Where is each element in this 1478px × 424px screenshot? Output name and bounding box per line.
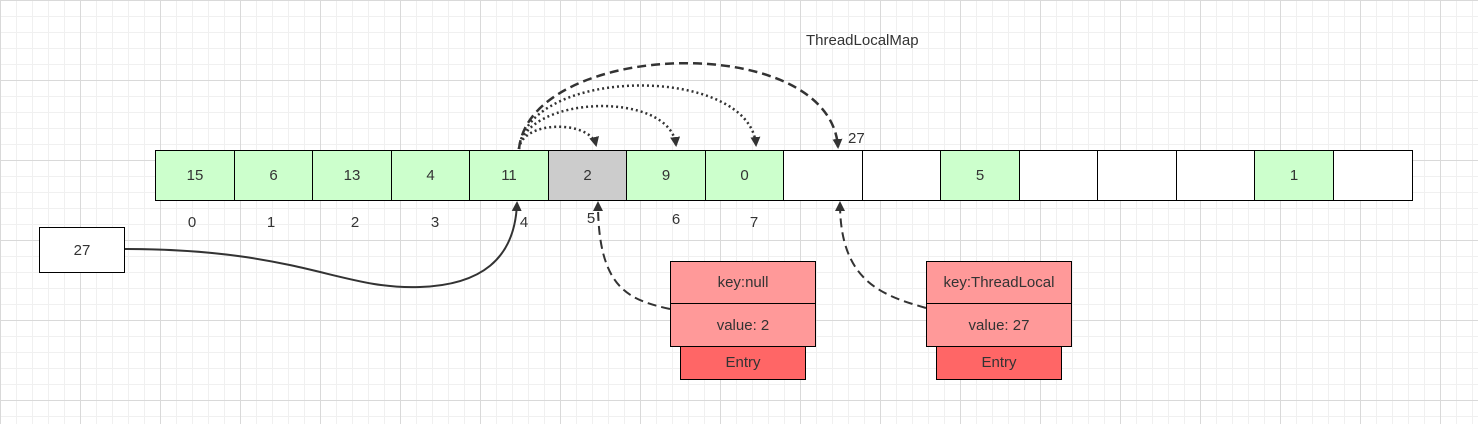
index-label: 1 <box>266 214 276 231</box>
index-label: 6 <box>671 211 681 228</box>
index-label: 0 <box>187 214 197 231</box>
slot-key-label: 27 <box>848 130 865 147</box>
entry-null: key:null value: 2 Entry <box>670 260 816 380</box>
probe-arrow-7 <box>517 84 761 150</box>
table-cell-empty <box>783 150 863 201</box>
entry-arrow-threadlocal <box>835 201 927 309</box>
index-label: 4 <box>519 214 529 231</box>
entry-key: key:ThreadLocal <box>926 260 1072 305</box>
table-cell: 0 <box>704 150 785 201</box>
entry-key: key:null <box>670 260 816 305</box>
hash-arrow <box>123 201 522 289</box>
table-cell-empty <box>1175 150 1256 201</box>
table-cell: 11 <box>469 150 549 201</box>
table-cell: 15 <box>155 150 235 201</box>
entry-arrow-null <box>593 201 671 310</box>
entry-value: value: 2 <box>670 303 816 347</box>
index-label: 5 <box>586 210 596 227</box>
table-cell-empty <box>861 150 942 201</box>
table-cell: 13 <box>312 150 392 201</box>
index-label: 2 <box>350 214 360 231</box>
index-label: 7 <box>749 214 759 231</box>
table-cell: 1 <box>1254 150 1334 201</box>
insert-arrow <box>517 61 843 150</box>
table-cell: 5 <box>940 150 1020 201</box>
table-cell: 6 <box>233 150 314 201</box>
entry-threadlocal: key:ThreadLocal value: 27 Entry <box>926 260 1072 380</box>
index-label: 3 <box>430 214 440 231</box>
table-cell-empty <box>1332 150 1413 201</box>
table-cell: 9 <box>626 150 706 201</box>
diagram-title: ThreadLocalMap <box>806 32 919 49</box>
probe-arrow-6 <box>517 104 681 150</box>
entry-label: Entry <box>936 345 1062 380</box>
table-cell-stale: 2 <box>547 150 628 201</box>
probe-arrow-5 <box>517 125 599 150</box>
table-cell-empty <box>1097 150 1177 201</box>
entry-value: value: 27 <box>926 303 1072 347</box>
entry-table: 15 6 13 4 11 2 9 0 5 1 <box>155 150 1413 201</box>
new-key-box: 27 <box>39 227 125 273</box>
table-cell: 4 <box>390 150 471 201</box>
entry-label: Entry <box>680 345 806 380</box>
table-cell-empty <box>1018 150 1099 201</box>
